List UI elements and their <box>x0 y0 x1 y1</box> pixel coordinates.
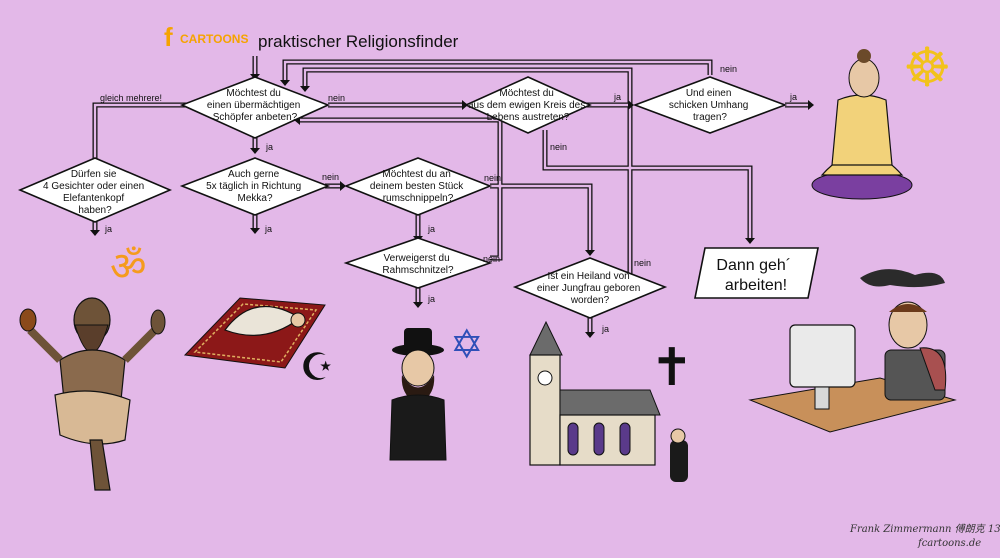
edge-label-nein: nein <box>634 258 651 268</box>
node-gesichter-shape <box>17 157 173 223</box>
node-text-line: Dürfen sie <box>71 169 117 180</box>
node-umhang-text: Und einen schicken Umhang tragen? <box>669 88 751 123</box>
node-text-line: Schöpfer anbeten? <box>213 112 298 123</box>
edge-label-ja: ja <box>601 324 609 334</box>
connector-fills <box>93 56 808 332</box>
edge-label-ja: ja <box>264 224 272 234</box>
end-arbeiten-text: Dann geh´ arbeiten! <box>716 257 795 294</box>
edge-label-nein: nein <box>720 64 737 74</box>
node-text-line: Auch gerne <box>228 169 280 180</box>
node-text-line: Möchtest du an <box>382 169 450 180</box>
node-text-line: Und einen <box>686 88 732 99</box>
om-icon: ॐ <box>110 244 146 290</box>
edge-label-nein: nein <box>484 173 501 183</box>
node-heiland-shape <box>512 257 668 319</box>
node-schoepfer-shape <box>179 76 331 139</box>
node-mekka-text: Auch gerne 5x täglich in Richtung Mekka? <box>206 169 304 204</box>
edge-label-ja: ja <box>789 92 797 102</box>
signature-name: Frank Zimmermann 傅朗克 13 <box>849 523 1000 535</box>
node-text-line: Elefantenkopf <box>63 193 124 204</box>
node-gesichter-text: Dürfen sie 4 Gesichter oder einen Elefan… <box>43 169 147 216</box>
node-text-line: Rahmschnitzel? <box>382 265 454 276</box>
node-text-line: einer Jungfrau geboren <box>537 283 640 294</box>
dharma-wheel-icon: ☸ <box>903 36 951 99</box>
node-text-line: Möchtest du <box>499 88 553 99</box>
edge-label-nein: nein <box>550 142 567 152</box>
node-text-line: Möchtest du <box>226 88 280 99</box>
logo-letter: f <box>164 22 173 52</box>
buddha-figure <box>811 49 913 200</box>
sadhu-figure <box>19 297 166 491</box>
node-stueck-shape <box>343 157 493 216</box>
node-text-line: worden? <box>570 295 610 306</box>
node-umhang-shape <box>632 76 788 134</box>
node-text-line: 4 Gesichter oder einen <box>43 181 144 192</box>
node-rahm-shape <box>343 237 493 289</box>
end-text-line: Dann geh´ <box>716 257 791 274</box>
edge-label-mehrere: gleich mehrere! <box>100 93 162 103</box>
decision-shapes <box>17 76 788 319</box>
node-text-line: deinem besten Stück <box>370 181 464 192</box>
node-text-line: rumschnippeln? <box>383 193 454 204</box>
node-text-line: haben? <box>78 205 112 216</box>
node-text-line: tragen? <box>693 112 727 123</box>
edge-label-nein: nein <box>322 172 339 182</box>
node-schoepfer-text: Möchtest du einen übermächtigen Schöpfer… <box>207 88 303 123</box>
node-heiland-text: Ist ein Heiland von einer Jungfrau gebor… <box>537 271 643 306</box>
edge-label-nein: nein <box>328 93 345 103</box>
page-title: praktischer Religionsfinder <box>258 32 459 51</box>
node-mekka-shape <box>179 157 331 216</box>
node-text-line: schicken Umhang <box>669 100 748 111</box>
node-text-line: Mekka? <box>237 193 272 204</box>
node-kreislauf-text: Möchtest du aus dem ewigen Kreis des Leb… <box>468 88 588 123</box>
edge-label-ja: ja <box>613 92 621 102</box>
node-kreislauf-shape <box>464 76 592 134</box>
edge-label-ja: ja <box>427 224 435 234</box>
rabbi-figure <box>389 328 447 461</box>
node-text-line: Lebens austreten? <box>487 112 570 123</box>
star-of-david-icon: ✡ <box>450 322 484 368</box>
brand-logo: f CARTOONS <box>164 22 248 52</box>
edge-label-ja: ja <box>104 224 112 234</box>
edge-labels: gleich mehrere! ja nein ja ja nein ja ne… <box>100 64 797 334</box>
node-stueck-text: Möchtest du an deinem besten Stück rumsc… <box>370 169 466 204</box>
end-text-line: arbeiten! <box>725 277 787 294</box>
node-text-line: einen übermächtigen <box>207 100 300 111</box>
edge-label-ja: ja <box>265 142 273 152</box>
node-rahm-text: Verweigerst du Rahmschnitzel? <box>382 253 454 276</box>
cross-icon: ✝ <box>650 338 694 398</box>
node-text-line: aus dem ewigen Kreis des <box>468 100 585 111</box>
node-text-line: Verweigerst du <box>384 253 450 264</box>
node-text-line: 5x täglich in Richtung <box>206 181 301 192</box>
edge-label-ja: ja <box>427 294 435 304</box>
end-box-arbeiten <box>694 247 819 299</box>
logo-word: CARTOONS <box>180 32 248 46</box>
node-text-line: Ist ein Heiland von <box>547 271 629 282</box>
praying-figure-on-rug <box>183 297 326 369</box>
crescent-star-icon: ☪ <box>300 345 334 389</box>
signature-site: fcartoons.de <box>917 538 981 549</box>
office-worker-scene <box>748 269 957 433</box>
edge-label-nein: nein <box>483 254 500 264</box>
church-building <box>529 320 688 482</box>
